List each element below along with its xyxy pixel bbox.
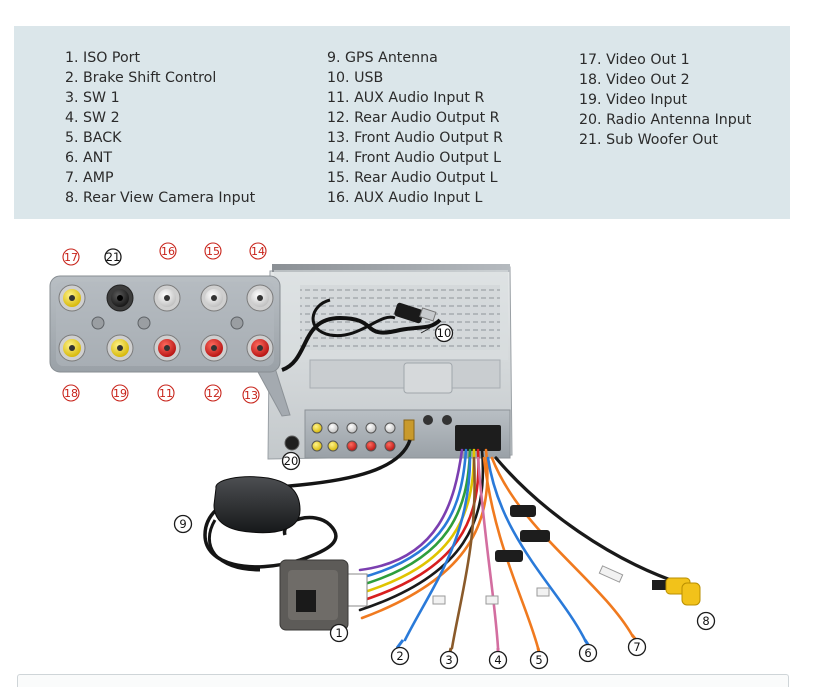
callout-number: 20 <box>284 454 299 468</box>
rca-jack-group <box>311 422 396 452</box>
callout-number: 8 <box>702 614 709 628</box>
legend-item: 6. ANT <box>65 150 113 166</box>
wire-end-terminals <box>395 565 639 657</box>
callout-1: 1 <box>329 623 349 643</box>
legend-column-3: 17. Video Out 1 18. Video Out 2 19. Vide… <box>579 50 751 150</box>
callout-number: 12 <box>206 387 220 400</box>
callout-number: 21 <box>106 250 121 264</box>
legend-column-2: 9. GPS Antenna 10. USB 11. AUX Audio Inp… <box>327 48 503 208</box>
legend-item: 15. Rear Audio Output L <box>327 170 498 186</box>
legend-item: 12. Rear Audio Output R <box>327 110 500 126</box>
radio-antenna-port <box>284 435 300 451</box>
usb-plug-tip <box>419 307 437 322</box>
callout-6: 6 <box>578 643 598 663</box>
callout-number: 5 <box>535 653 542 667</box>
callout-7: 7 <box>627 637 647 657</box>
usb-plug-body <box>394 302 424 324</box>
callout-8: 8 <box>696 611 716 631</box>
callout-3: 3 <box>439 650 459 670</box>
legend-item: 5. BACK <box>65 130 122 146</box>
callout-20: 20 <box>281 451 301 471</box>
legend-item: 7. AMP <box>65 170 114 186</box>
callout-number: 9 <box>179 517 186 531</box>
gps-antenna <box>203 439 412 572</box>
legend-item: 10. USB <box>327 70 384 86</box>
iso-harness-socket <box>455 425 501 451</box>
camera-rca-plug <box>652 577 701 606</box>
callout-5: 5 <box>529 650 549 670</box>
legend-item: 9. GPS Antenna <box>327 50 438 66</box>
callout-2: 2 <box>390 646 410 666</box>
legend-item: 16. AUX Audio Input L <box>327 190 483 206</box>
callout-number: 18 <box>64 387 78 400</box>
callout-16: 16 <box>159 242 177 260</box>
legend-item: 1. ISO Port <box>65 50 141 66</box>
legend-item: 17. Video Out 1 <box>579 52 690 68</box>
callout-number: 7 <box>633 640 640 654</box>
bottom-frame <box>17 674 789 687</box>
callout-number: 3 <box>445 653 452 667</box>
callout-11: 11 <box>157 384 175 402</box>
gps-sma-connector <box>403 419 415 441</box>
callout-number: 19 <box>113 387 127 400</box>
callout-number: 14 <box>251 245 265 258</box>
legend-item: 18. Video Out 2 <box>579 72 690 88</box>
legend-item: 8. Rear View Camera Input <box>65 190 256 206</box>
callout-number: 2 <box>396 649 403 663</box>
callout-number: 10 <box>437 326 452 340</box>
callout-number: 11 <box>159 387 173 400</box>
callout-15: 15 <box>204 242 222 260</box>
callout-4: 4 <box>488 650 508 670</box>
callout-9: 9 <box>173 514 193 534</box>
callout-19: 19 <box>111 384 129 402</box>
callout-14: 14 <box>249 242 267 260</box>
legend-item: 20. Radio Antenna Input <box>579 112 752 128</box>
port-legend: 1. ISO Port 2. Brake Shift Control 3. SW… <box>14 26 790 219</box>
legend-item: 2. Brake Shift Control <box>65 70 217 86</box>
callout-number: 4 <box>494 653 501 667</box>
legend-item: 14. Front Audio Output L <box>327 150 501 166</box>
legend-item: 4. SW 2 <box>65 110 120 126</box>
callout-number: 13 <box>244 389 258 402</box>
callout-number: 1 <box>335 626 342 640</box>
legend-item: 3. SW 1 <box>65 90 120 106</box>
callout-18: 18 <box>62 384 80 402</box>
head-unit <box>267 264 513 460</box>
rca-inset-panel <box>49 275 291 417</box>
wiring-diagram: 17 21 16 15 14 18 19 11 12 13 10 20 9 1 … <box>49 242 716 670</box>
callout-number: 6 <box>584 646 591 660</box>
callout-number: 17 <box>64 251 78 264</box>
wiring-harness <box>356 448 684 650</box>
callout-17: 17 <box>62 248 80 266</box>
callout-13: 13 <box>242 386 260 404</box>
legend-item: 21. Sub Woofer Out <box>579 132 718 148</box>
callout-21: 21 <box>104 248 122 266</box>
legend-item: 19. Video Input <box>579 92 688 108</box>
legend-item: 11. AUX Audio Input R <box>327 90 485 106</box>
callout-number: 16 <box>161 245 175 258</box>
callout-12: 12 <box>204 384 222 402</box>
callout-number: 15 <box>206 245 220 258</box>
legend-item: 13. Front Audio Output R <box>327 130 503 146</box>
callout-10: 10 <box>434 323 454 343</box>
usb-cable <box>281 298 442 372</box>
legend-column-1: 1. ISO Port 2. Brake Shift Control 3. SW… <box>65 48 255 208</box>
iso-connector <box>279 559 368 631</box>
